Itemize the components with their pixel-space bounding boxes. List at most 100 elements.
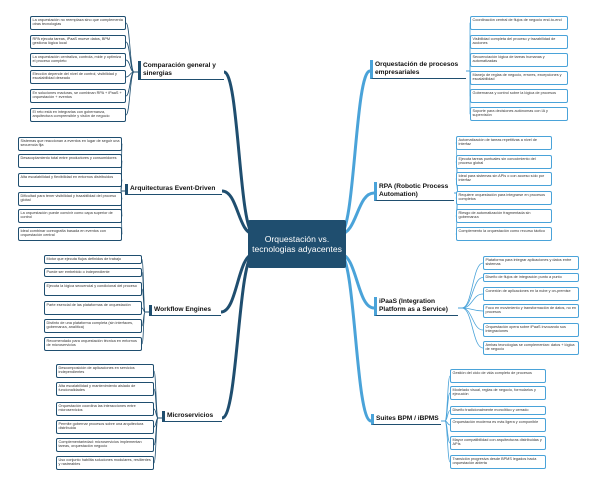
leaf-text: Motor que ejecuta flujos definidos de tr…	[46, 256, 122, 261]
leaf-microservicios-4[interactable]: Permite gobernar procesos sobre una arqu…	[56, 420, 154, 434]
central-topic-label: Orquestación vs. tecnologias adyacentes	[252, 234, 342, 254]
leaf-microservicios-1[interactable]: Descomposición de aplicaciones en servic…	[56, 364, 154, 378]
leaf-eventos-6[interactable]: Ideal combinar coreografía basada en eve…	[18, 227, 122, 241]
leaf-text: Uso conjunto habilita soluciones modular…	[58, 457, 151, 467]
leaf-rpa-6[interactable]: Complemento la orquestación como recurso…	[456, 227, 552, 241]
leaf-rpa-1[interactable]: Automatización de tareas repetitivas a n…	[456, 136, 552, 150]
leaf-text: Orquestación coordina las interacciones …	[58, 403, 136, 413]
leaf-orquestacion-6[interactable]: Soporte para decisiones autónomas con IA…	[470, 107, 568, 121]
leaf-comparacion-5[interactable]: En soluciones maduras, se combinan RPA +…	[30, 89, 126, 103]
leaf-text: Orquestación opera sobre iPaaS invocando…	[485, 324, 566, 334]
leaf-comparacion-2[interactable]: RPA ejecuta tareas, iPaaS mueve datos, B…	[30, 35, 126, 49]
leaf-ipaas-5[interactable]: Orquestación opera sobre iPaaS invocando…	[483, 323, 579, 337]
leaf-workflow-4[interactable]: Parte esencial de las plataformas de orq…	[44, 301, 142, 315]
leaf-connector-comparacion-2	[125, 41, 139, 73]
leaf-text: Riesgo de automatización fragmentada sin…	[458, 210, 531, 220]
leaf-eventos-2[interactable]: Desacoplamiento total entre productores …	[18, 154, 122, 168]
leaf-bpm-3[interactable]: Diseño tradicionalmente monolítico y cer…	[450, 406, 546, 415]
branch-connector-comparacion	[222, 70, 256, 236]
branch-label: Workflow Engines	[154, 306, 212, 313]
branch-bpm[interactable]: Suites BPM / iBPMS	[371, 414, 441, 425]
leaf-comparacion-1[interactable]: La orquestación no reemplaza sino que co…	[30, 16, 126, 30]
leaf-text: Mayor compatibilidad con arquitecturas d…	[452, 437, 542, 447]
leaf-text: Alta escalabilidad y mantenimiento aisla…	[58, 383, 136, 393]
leaf-text: Orquestación moderna es más ligera y com…	[452, 419, 539, 424]
leaf-text: Puede ser embebido o independiente	[46, 269, 110, 274]
leaf-comparacion-6[interactable]: El reto está en integrarlas con gobernan…	[30, 108, 126, 122]
leaf-comparacion-3[interactable]: La orquestación centraliza, controla, mi…	[30, 53, 126, 67]
leaf-orquestacion-4[interactable]: Manejo de reglas de negocio, errores, ex…	[470, 71, 568, 85]
leaf-text: Conexión de aplicaciones en la nube y on…	[485, 288, 571, 293]
leaf-workflow-2[interactable]: Puede ser embebido o independiente	[44, 268, 142, 277]
leaf-ipaas-2[interactable]: Diseño de flujos de integración punto a …	[483, 273, 579, 282]
branch-microservicios[interactable]: Microservicios	[162, 411, 222, 422]
leaf-bpm-5[interactable]: Mayor compatibilidad con arquitecturas d…	[450, 436, 546, 450]
leaf-text: Gestión del ciclo de vida completo de pr…	[452, 370, 532, 375]
leaf-text: Parte esencial de las plataformas de orq…	[46, 302, 131, 307]
leaf-eventos-1[interactable]: Sistemas que reaccionan a eventos en lug…	[18, 137, 122, 151]
branch-comparacion[interactable]: Comparación general y sinergias	[138, 61, 224, 80]
leaf-ipaas-3[interactable]: Conexión de aplicaciones en la nube y on…	[483, 287, 579, 301]
leaf-microservicios-3[interactable]: Orquestación coordina las interacciones …	[56, 402, 154, 416]
branch-orquestacion[interactable]: Orquestación de procesos empresariales	[370, 60, 466, 79]
branch-rpa[interactable]: RPA (Robotic Process Automation)	[374, 182, 454, 201]
leaf-connector-ipaas-5	[457, 307, 484, 331]
leaf-text: Ideal para sistemas sin APIs o con acces…	[458, 173, 545, 183]
leaf-workflow-5[interactable]: Distinto de una plataforma completa (sin…	[44, 319, 142, 333]
leaf-microservicios-2[interactable]: Alta escalabilidad y mantenimiento aisla…	[56, 382, 154, 396]
leaf-text: El reto está en integrarlas con gobernan…	[32, 109, 110, 119]
leaf-connector-bpm-2	[440, 392, 451, 422]
leaf-rpa-3[interactable]: Ideal para sistemas sin APIs o con acces…	[456, 172, 552, 186]
leaf-text: Descomposición de aplicaciones en servic…	[58, 365, 135, 375]
branch-label: Comparación general y sinergias	[143, 62, 216, 77]
leaf-bpm-2[interactable]: Modelado visual, reglas de negocio, form…	[450, 386, 546, 400]
branch-ipaas[interactable]: iPaaS (Integration Platform as a Service…	[374, 297, 458, 316]
leaf-text: Automatización de tareas repetitivas a n…	[458, 137, 538, 147]
leaf-connector-comparacion-5	[125, 71, 139, 97]
leaf-ipaas-4[interactable]: Foco en movimiento y transformación de d…	[483, 304, 579, 318]
leaf-workflow-3[interactable]: Ejecuta la lógica secuencial y condicion…	[44, 282, 142, 296]
leaf-rpa-5[interactable]: Riesgo de automatización fragmentada sin…	[456, 209, 552, 223]
branch-workflow[interactable]: Workflow Engines	[149, 305, 221, 316]
leaf-text: Soporte para decisiones autónomas con IA…	[472, 108, 548, 118]
central-topic[interactable]: Orquestación vs. tecnologias adyacentes	[248, 220, 346, 268]
leaf-text: En soluciones maduras, se combinan RPA +…	[32, 90, 122, 100]
leaf-ipaas-1[interactable]: Plataforma para integrar aplicaciones y …	[483, 256, 579, 270]
leaf-text: Requiere orquestación para integrarse en…	[458, 192, 546, 202]
branch-label: Arquitecturas Event-Driven	[130, 185, 216, 192]
leaf-bpm-4[interactable]: Orquestación moderna es más ligera y com…	[450, 418, 546, 432]
leaf-connector-microservicios-6	[153, 417, 163, 464]
leaf-connector-workflow-6	[141, 311, 150, 345]
leaf-microservicios-5[interactable]: Complementariedad: microservicios implem…	[56, 438, 154, 452]
leaf-connector-microservicios-4	[153, 417, 163, 428]
leaf-rpa-4[interactable]: Requiere orquestación para integrarse en…	[456, 191, 552, 205]
leaf-workflow-6[interactable]: Recomendado para orquestación técnica en…	[44, 337, 142, 351]
leaf-text: La orquestación no reemplaza sino que co…	[32, 17, 123, 27]
leaf-comparacion-4[interactable]: Elección depende del nivel de control, v…	[30, 70, 126, 84]
leaf-bpm-6[interactable]: Transición progresiva desde BPMS legados…	[450, 455, 546, 469]
leaf-connector-ipaas-4	[457, 307, 484, 312]
leaf-text: Coordinación central de flujos de negoci…	[472, 17, 562, 22]
branch-eventos[interactable]: Arquitecturas Event-Driven	[125, 184, 222, 195]
leaf-rpa-2[interactable]: Ejecuta tareas puntuales sin conocimient…	[456, 155, 552, 169]
leaf-bpm-1[interactable]: Gestión del ciclo de vida completo de pr…	[450, 369, 546, 383]
leaf-orquestacion-2[interactable]: Visibilidad completa del proceso y traza…	[470, 35, 568, 49]
leaf-orquestacion-3[interactable]: Secuenciación lógica de tareas humanas y…	[470, 53, 568, 67]
leaf-eventos-4[interactable]: Dificultad para tener visibilidad y traz…	[18, 192, 122, 206]
branch-label: Orquestación de procesos empresariales	[375, 61, 459, 76]
branch-connector-orquestacion	[338, 69, 372, 236]
leaf-ipaas-6[interactable]: Ambas tecnologías se complementan: datos…	[483, 341, 579, 355]
leaf-connector-ipaas-6	[457, 307, 484, 349]
leaf-eventos-5[interactable]: La orquestación puede convivir como capa…	[18, 209, 122, 223]
leaf-orquestacion-5[interactable]: Gobernanza y control sobre la lógica de …	[470, 89, 568, 103]
leaf-eventos-3[interactable]: Alta escalabilidad y flexibilidad en ent…	[18, 173, 122, 187]
leaf-text: Permite gobernar procesos sobre una arqu…	[58, 421, 144, 431]
leaf-workflow-1[interactable]: Motor que ejecuta flujos definidos de tr…	[44, 255, 142, 264]
leaf-text: Ideal combinar coreografía basada en eve…	[20, 228, 107, 238]
leaf-text: La orquestación puede convivir como capa…	[20, 210, 113, 220]
leaf-microservicios-6[interactable]: Uso conjunto habilita soluciones modular…	[56, 456, 154, 470]
leaf-text: La orquestación centraliza, controla, mi…	[32, 54, 121, 64]
leaf-orquestacion-1[interactable]: Coordinación central de flujos de negoci…	[470, 16, 568, 30]
leaf-text: Complemento la orquestación como recurso…	[458, 228, 546, 233]
